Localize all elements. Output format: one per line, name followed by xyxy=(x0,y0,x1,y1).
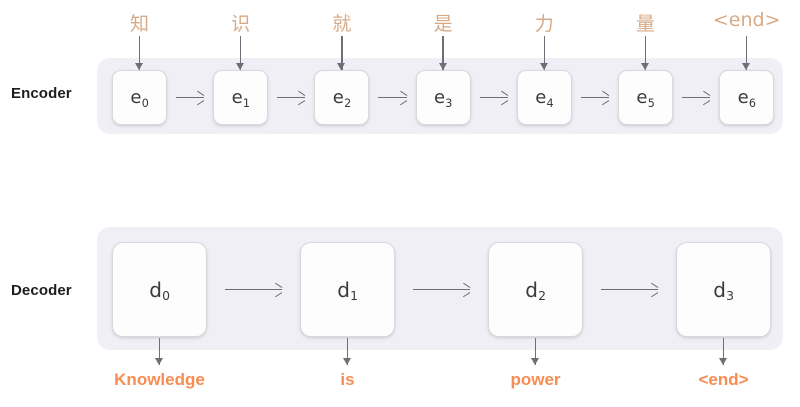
encoder-connector-arrow-2 xyxy=(378,93,407,103)
decoder-row-label: Decoder xyxy=(11,282,72,299)
decoder-output-arrow-1 xyxy=(343,338,352,365)
encoder-connector-arrow-0 xyxy=(176,93,205,103)
decoder-output-token-0: Knowledge xyxy=(114,370,205,389)
node-label: d0 xyxy=(149,277,171,304)
node-label: d3 xyxy=(713,277,735,304)
node-label-subscript: 2 xyxy=(538,288,547,304)
node-label: e1 xyxy=(231,87,250,110)
encoder-connector-arrow-3 xyxy=(479,93,508,103)
encoder-input-arrow-0 xyxy=(135,36,144,70)
decoder-output-arrow-2 xyxy=(531,338,540,365)
node-label-subscript: 3 xyxy=(726,288,735,304)
node-label-subscript: 4 xyxy=(546,96,554,110)
decoder-connector-arrow-0 xyxy=(225,285,282,295)
decoder-connector-arrow-1 xyxy=(413,285,470,295)
node-e4: e4 xyxy=(516,70,572,125)
node-d0: d0 xyxy=(112,242,207,337)
decoder-output-arrow-0 xyxy=(155,338,164,365)
node-e5: e5 xyxy=(618,70,673,125)
encoder-input-arrow-1 xyxy=(236,36,245,70)
node-label: e4 xyxy=(535,87,554,110)
node-e6: e6 xyxy=(719,70,775,125)
node-label: d2 xyxy=(525,277,547,304)
node-label-subscript: 1 xyxy=(242,96,250,110)
node-label: e6 xyxy=(737,87,756,110)
decoder-band xyxy=(97,227,783,350)
encoder-input-arrow-4 xyxy=(539,36,549,70)
node-label: e0 xyxy=(130,87,149,110)
node-label-subscript: 2 xyxy=(344,96,352,110)
encoder-connector-arrow-1 xyxy=(277,93,306,103)
node-label: e3 xyxy=(434,87,453,110)
node-label: e2 xyxy=(332,87,352,110)
node-label-subscript: 3 xyxy=(445,96,453,110)
encoder-input-token-6: <end> xyxy=(712,9,781,31)
decoder-output-arrow-3 xyxy=(719,338,728,365)
node-d1: d1 xyxy=(300,242,395,337)
node-label: e5 xyxy=(636,87,655,110)
encoder-input-token-4: 力 xyxy=(534,13,554,35)
node-label: d1 xyxy=(337,277,359,304)
decoder-output-token-2: power xyxy=(510,370,561,389)
encoder-input-token-2: 就 xyxy=(332,13,352,35)
node-e2: e2 xyxy=(314,70,370,125)
node-label-subscript: 1 xyxy=(350,288,359,304)
decoder-connector-arrow-2 xyxy=(601,285,658,295)
node-e0: e0 xyxy=(112,70,167,125)
decoder-output-token-1: is xyxy=(340,370,355,389)
encoder-input-arrow-2 xyxy=(337,36,346,70)
encoder-input-token-0: 知 xyxy=(129,13,149,35)
node-label-subscript: 6 xyxy=(748,96,756,110)
decoder-output-token-3: <end> xyxy=(698,370,749,389)
node-e3: e3 xyxy=(415,70,471,125)
encoder-input-token-3: 是 xyxy=(433,13,453,35)
encoder-input-arrow-5 xyxy=(641,36,650,70)
node-d2: d2 xyxy=(488,242,583,337)
node-label-subscript: 0 xyxy=(141,96,149,110)
encoder-connector-arrow-4 xyxy=(580,93,609,103)
node-label-subscript: 5 xyxy=(647,96,655,110)
encoder-input-arrow-6 xyxy=(742,36,751,70)
node-d3: d3 xyxy=(676,242,771,337)
encoder-input-arrow-3 xyxy=(438,36,448,70)
encoder-input-token-1: 识 xyxy=(231,13,251,35)
encoder-row-label: Encoder xyxy=(11,85,72,102)
node-label-subscript: 0 xyxy=(162,288,171,304)
encoder-connector-arrow-5 xyxy=(682,93,711,103)
node-e1: e1 xyxy=(213,70,269,125)
encoder-input-token-5: 量 xyxy=(635,13,655,35)
